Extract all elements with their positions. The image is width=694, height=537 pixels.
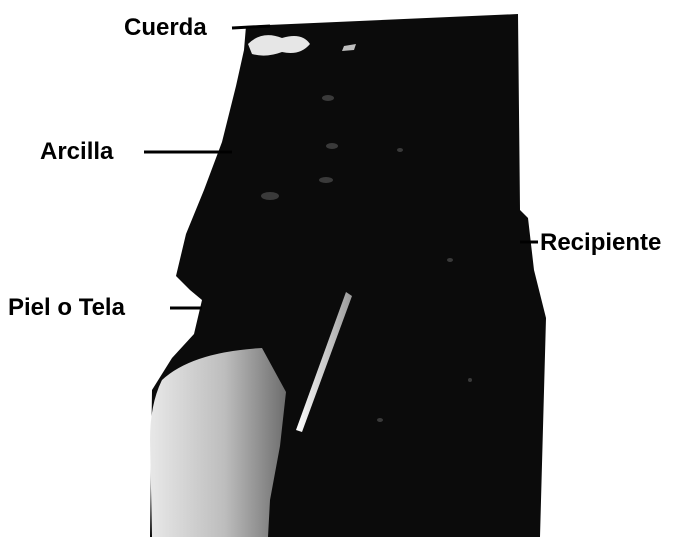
label-arcilla: Arcilla <box>40 140 113 164</box>
cuerda-leader-line <box>232 26 270 28</box>
label-cuerda: Cuerda <box>124 16 207 40</box>
label-recipiente: Recipiente <box>540 231 661 255</box>
label-piel-o-tela: Piel o Tela <box>8 296 125 320</box>
cloth-highlight <box>150 348 286 537</box>
